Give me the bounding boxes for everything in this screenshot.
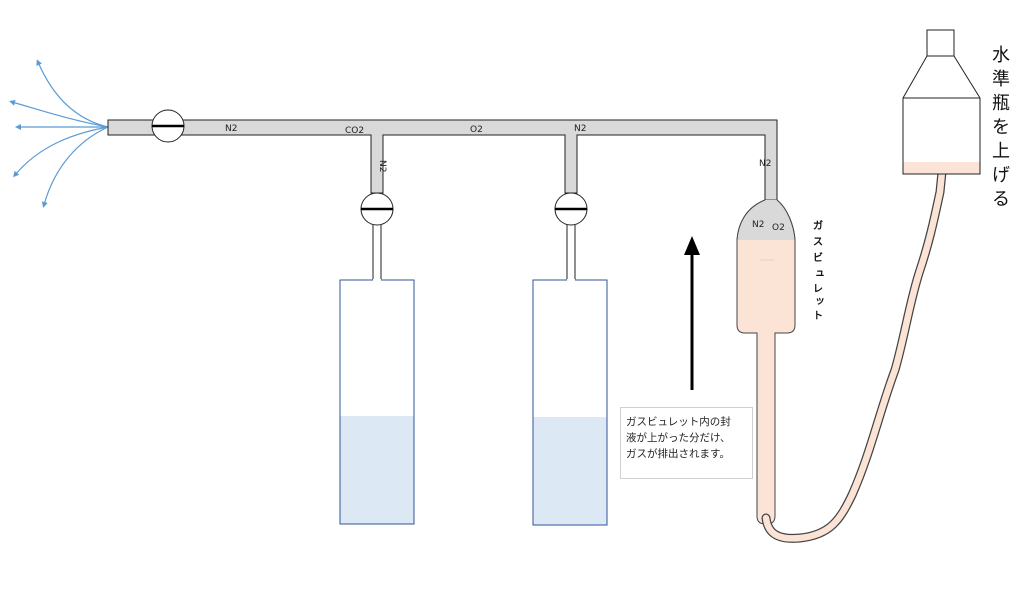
branch-stopcock-2[interactable] — [554, 192, 588, 226]
label-burette-top-n2: N2 — [759, 159, 771, 169]
gas-burette — [736, 199, 796, 525]
note-line-3: ガスが排出されます。 — [626, 448, 730, 460]
svg-text:ッ: ッ — [815, 296, 825, 307]
absorber-vessel-1 — [339, 279, 415, 525]
label-burette-gas-n2: N2 — [752, 220, 764, 230]
svg-text:レ: レ — [813, 284, 823, 295]
connecting-hose — [761, 167, 947, 543]
leveling-bottle — [902, 29, 981, 175]
absorber-vessel-2 — [532, 279, 608, 526]
label-branch-n2: N2 — [377, 160, 387, 172]
exhaust-arrows — [9, 59, 109, 208]
svg-text:ュ: ュ — [815, 268, 825, 279]
svg-text:ガ: ガ — [813, 219, 823, 232]
label-o2: O2 — [470, 125, 483, 135]
svg-text:ビ: ビ — [813, 251, 823, 264]
label-burette-gas-o2: O2 — [772, 223, 785, 233]
label-junction-n2: N2 — [574, 124, 586, 134]
svg-text:ト: ト — [813, 310, 823, 322]
branch-stopcock-1[interactable] — [360, 192, 394, 226]
explanation-note: ガスビュレット内の封 液が上がった分だけ、 ガスが排出されます。 — [620, 407, 753, 479]
label-co2: CO2 — [345, 126, 364, 136]
burette-title: ガ ス ビ ュ レ ッ ト — [813, 219, 825, 322]
note-line-1: ガスビュレット内の封 — [626, 416, 731, 428]
gas-pipe — [107, 119, 778, 206]
raise-bottle-label: 水 準 瓶 を 上 げ る — [992, 45, 1010, 210]
absorber-tubes — [372, 225, 576, 280]
note-line-2: 液が上がった分だけ、 — [626, 432, 731, 444]
main-stopcock[interactable] — [151, 109, 185, 143]
upward-arrow — [684, 236, 700, 390]
label-main-n2: N2 — [225, 124, 237, 134]
svg-text:ス: ス — [813, 236, 823, 248]
